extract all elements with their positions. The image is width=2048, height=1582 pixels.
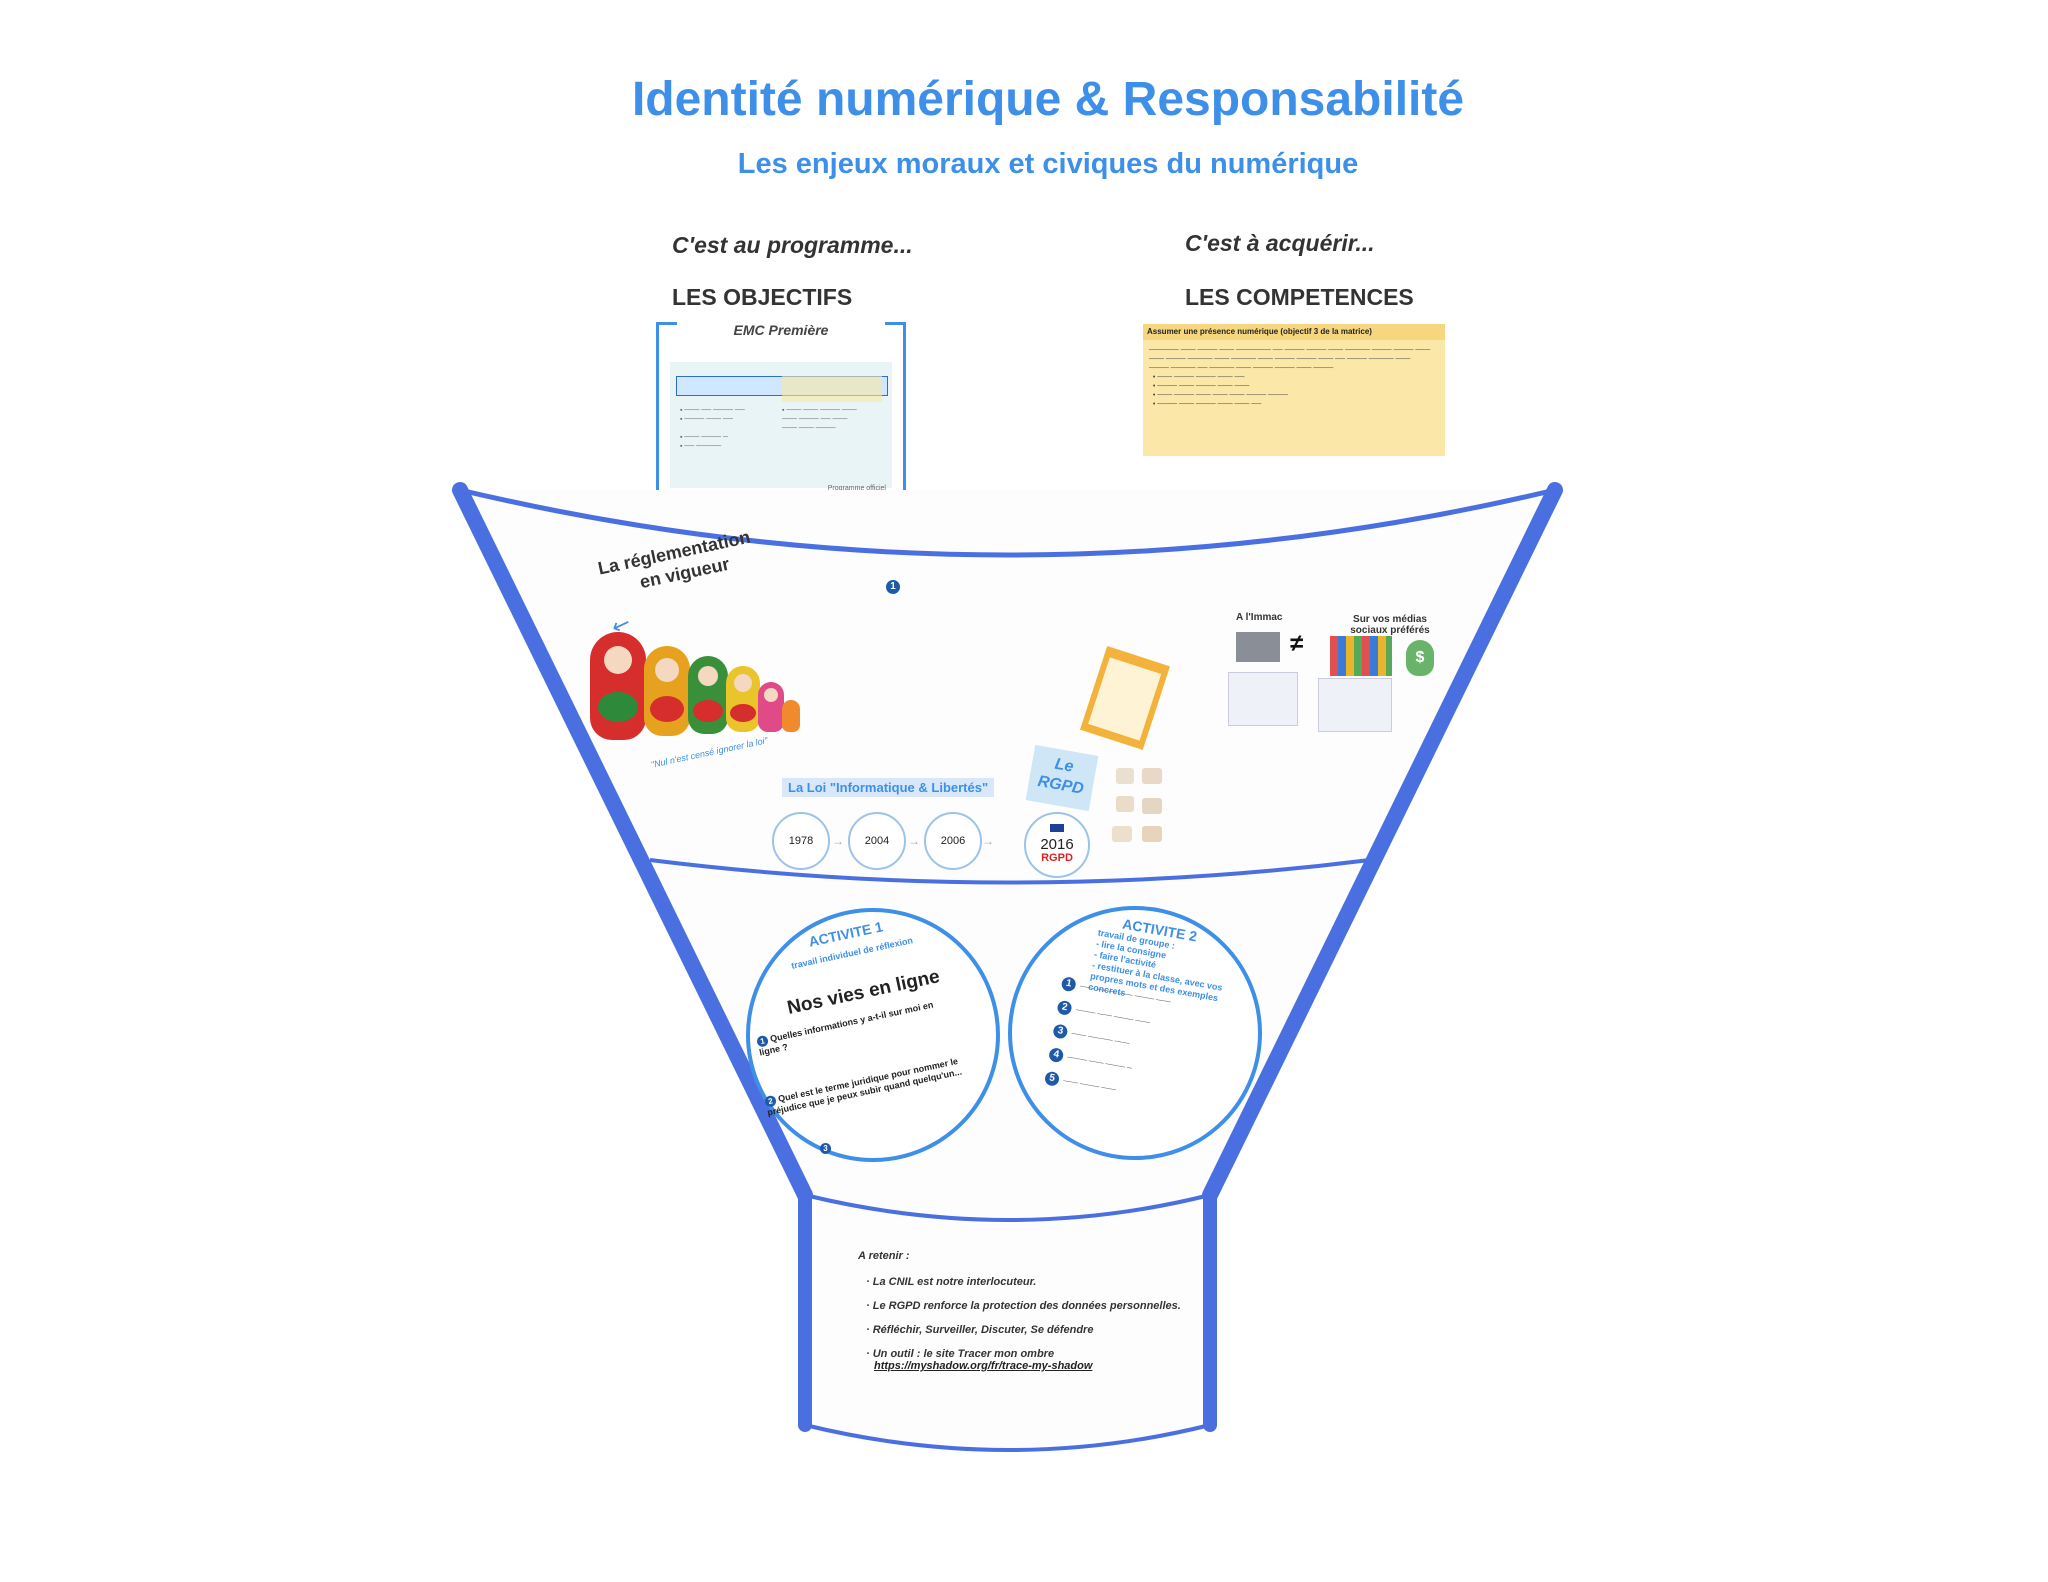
retenir-item-2-text: Le RGPD renforce la protection des donné… [873,1300,1181,1312]
social-media-label: Sur vos médias sociaux préférés [1350,614,1430,636]
year-2004[interactable]: 2004 [848,812,906,870]
activite1-q2: 2 Quel est le terme juridique pour nomme… [764,1055,964,1117]
not-equal-icon: ≠ [1290,630,1303,658]
activite1-circle[interactable]: ACTIVITE 1 travail individuel de réflexi… [746,908,1000,1162]
rgpd-badge[interactable]: 2016 RGPD [1024,812,1090,878]
retenir-item-2: · Le RGPD renforce la protection des don… [858,1300,1198,1312]
retenir-item-1-text: La CNIL est notre interlocuteur. [873,1276,1037,1288]
activite1-q3: 3 [820,1138,831,1156]
timeline-arrow-3-icon: → [982,834,994,848]
step-number-1[interactable]: 1 [886,580,900,594]
cartoon-images[interactable] [1112,768,1172,868]
loi-label[interactable]: La Loi "Informatique & Libertés" [782,778,994,797]
timeline-arrow-1-icon: → [832,834,844,848]
activite2-num-3: 3 [1052,1023,1068,1039]
year-1978[interactable]: 1978 [772,812,830,870]
retenir-box: A retenir : · La CNIL est notre interloc… [858,1250,1198,1372]
activite1-q1-text: Quelles informations y a-t-il sur moi en… [758,1000,934,1058]
timeline-arrow-2-icon: → [908,834,920,848]
activite2-num-5: 5 [1044,1071,1060,1087]
money-bag-icon: $ [1406,640,1434,676]
doll-3 [688,656,728,734]
activite1-num-3: 3 [820,1143,831,1154]
doll-4 [726,666,760,732]
doll-6 [782,700,800,732]
activite2-num-4: 4 [1048,1047,1064,1063]
retenir-heading: A retenir : [858,1250,1198,1262]
activite2-circle[interactable]: ACTIVITE 2 travail de groupe : - lire la… [1008,906,1262,1160]
doll-2 [644,646,690,736]
eu-flag-icon [1050,824,1064,832]
year-2006[interactable]: 2006 [924,812,982,870]
school-photo[interactable] [1236,632,1280,662]
retenir-item-4-text: Un outil : le site Tracer mon ombre [873,1348,1054,1360]
rgpd-sticker[interactable]: Le RGPD [1026,745,1099,811]
social-screenshots[interactable] [1318,678,1392,732]
retenir-item-3-text: Réfléchir, Surveiller, Discuter, Se défe… [873,1324,1094,1336]
doll-1 [590,632,646,740]
retenir-item-4: · Un outil : le site Tracer mon ombre [858,1348,1198,1360]
activite2-num-2: 2 [1056,1000,1072,1016]
immac-label: A l'Immac [1236,612,1282,623]
rgpd-text: RGPD [1026,852,1088,864]
tracer-link[interactable]: https://myshadow.org/fr/trace-my-shadow [858,1360,1198,1372]
retenir-item-1: · La CNIL est notre interlocuteur. [858,1276,1198,1288]
rgpd-year: 2016 [1026,837,1088,852]
school-screenshots[interactable] [1228,672,1298,726]
activite2-num-1: 1 [1061,976,1077,992]
activite1-q2-text: Quel est le terme juridique pour nommer … [766,1056,962,1118]
retenir-item-3: · Réfléchir, Surveiller, Discuter, Se dé… [858,1324,1198,1336]
social-media-icons[interactable] [1330,636,1392,676]
matryoshka-dolls-image[interactable] [590,632,810,752]
doll-5 [758,682,784,732]
